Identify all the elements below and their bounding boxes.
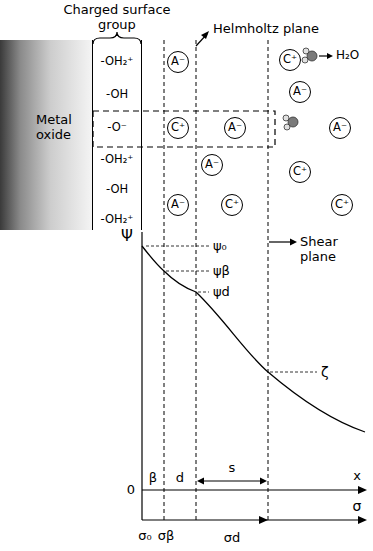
ion-label: A⁻ (171, 198, 185, 211)
potential-axis (141, 232, 142, 520)
axis-label: x (353, 469, 361, 484)
charge-axis (142, 519, 360, 520)
arrow-head (201, 31, 209, 39)
ion-circle: C⁺ (289, 161, 311, 183)
level-leader (198, 292, 209, 293)
ion-label: C⁺ (335, 198, 349, 211)
level-leader (270, 372, 317, 373)
potential-curve (142, 246, 365, 432)
surface-group-column: -OH₂⁺ -OH -O⁻ -OH₂⁺ -OH -OH₂⁺ (92, 40, 142, 230)
distance-label: β (149, 471, 157, 486)
surface-group: -OH₂⁺ (101, 153, 134, 166)
leader-arrow (269, 241, 293, 242)
ion-label: A⁻ (228, 121, 242, 134)
charge-label: σβ (158, 529, 175, 544)
row-highlight (93, 111, 275, 147)
arrow-head (290, 239, 297, 246)
shear-plane (268, 40, 269, 520)
ion-circle: A⁻ (167, 194, 189, 216)
ion-circle: A⁻ (329, 117, 351, 139)
ion-label: C⁺ (283, 53, 297, 66)
potential-label: ζ (321, 364, 329, 380)
arrow-head (327, 53, 333, 59)
ion-circle: C⁺ (279, 49, 301, 71)
beta-plane (164, 40, 165, 520)
arrow-head (358, 516, 367, 524)
surface-group: -O⁻ (107, 121, 127, 134)
ion-label: C⁺ (293, 165, 307, 178)
ion-label: A⁻ (171, 55, 185, 68)
ion-circle: A⁻ (289, 81, 311, 103)
ion-circle: C⁺ (221, 194, 243, 216)
potential-label: ψd (213, 285, 230, 300)
plane-label: Helmholtz plane (213, 22, 319, 37)
distance-label: d (176, 471, 184, 486)
axis-label: Ψ (121, 228, 133, 245)
helmholtz-plane (196, 40, 197, 520)
metal-oxide-region: Metal oxide (0, 40, 92, 230)
plane-label: Shear plane (300, 235, 354, 265)
dimension-line (202, 480, 262, 481)
potential-label: ψβ (213, 264, 230, 279)
water-molecule (283, 115, 298, 130)
surface-group: -OH₂⁺ (101, 213, 134, 226)
charge-label: σd (224, 531, 241, 546)
ion-label: A⁻ (205, 158, 219, 171)
ion-circle: C⁺ (331, 194, 353, 216)
arrow-head (259, 516, 268, 524)
potential-label: ψ₀ (213, 239, 227, 254)
axis-label: σ (353, 498, 362, 514)
x-axis (142, 489, 360, 490)
group-caption: Charged surface group (58, 3, 176, 33)
group-brace (93, 32, 141, 44)
ion-label: A⁻ (293, 85, 307, 98)
distance-label: s (229, 461, 236, 476)
level-leader (146, 246, 209, 247)
surface-group: -OH (106, 88, 128, 101)
ion-circle: A⁻ (201, 154, 223, 176)
arrow-head (358, 486, 367, 494)
ion-label: C⁺ (171, 121, 185, 134)
ion-label: A⁻ (333, 121, 347, 134)
water-molecule (302, 48, 317, 63)
ion-circle: C⁺ (167, 117, 189, 139)
axis-label: 0 (127, 483, 135, 498)
arrow-head (260, 478, 267, 485)
region-label: Metal oxide (36, 113, 82, 143)
ion-label: C⁺ (225, 198, 239, 211)
level-leader (166, 271, 209, 272)
surface-group: -OH (106, 183, 128, 196)
arrow-head (197, 478, 204, 485)
charge-label: σ₀ (138, 529, 151, 544)
molecule-label: H₂O (336, 49, 359, 63)
ion-circle: A⁻ (167, 51, 189, 73)
ion-circle: A⁻ (224, 117, 246, 139)
surface-group: -OH₂⁺ (101, 55, 134, 68)
